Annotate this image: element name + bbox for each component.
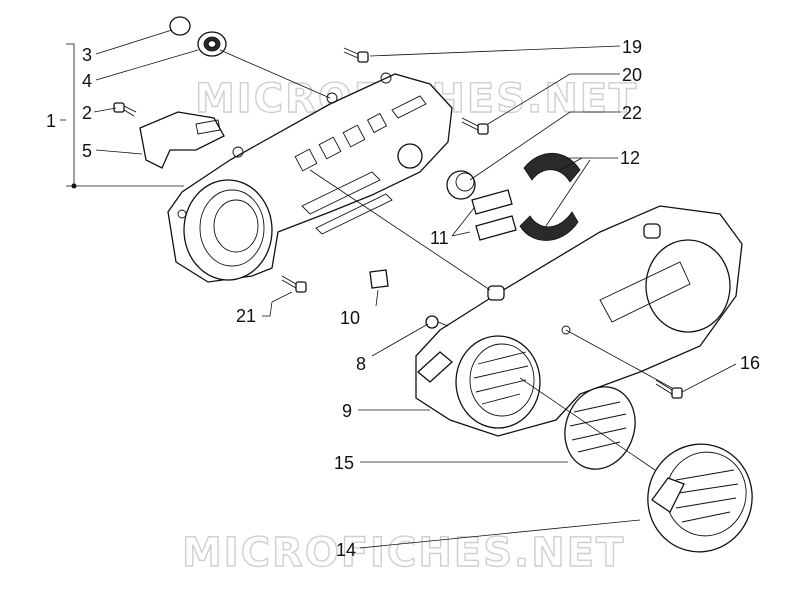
callout-2: 2 [82,103,92,123]
bearing-part-4 [197,31,227,57]
leader-lines [60,29,737,549]
rubber-blocks-part-11 [471,189,517,241]
circlip-part-3 [169,16,191,36]
callout-10: 10 [340,308,360,328]
callout-14: 14 [336,540,356,560]
grille-cap-part-14 [647,443,753,553]
callout-5: 5 [82,141,92,161]
callout-22: 22 [622,103,642,123]
screw-part-2 [113,102,137,117]
callout-3: 3 [82,45,92,65]
callout-11: 11 [430,228,449,248]
callout-4: 4 [82,71,92,91]
callout-labels: 1 2 3 4 5 8 9 10 11 12 14 15 16 19 20 21… [46,37,760,560]
shoe-part-12-upper [523,152,581,183]
callout-1: 1 [46,111,56,131]
callout-21: 21 [236,306,256,326]
watermark-bottom: MICROFICHES.NET [182,530,625,576]
callout-20: 20 [622,65,642,85]
screw-part-21 [281,275,307,293]
callout-19: 19 [622,37,642,57]
callout-16: 16 [740,353,760,373]
screw-part-8 [425,315,449,329]
inner-cover-assembly [167,72,453,283]
outer-cover-part-9 [415,205,743,437]
shoe-part-12-lower [519,211,579,241]
screen-part-15 [564,386,636,470]
callout-9: 9 [342,401,352,421]
screw-part-19 [343,47,369,63]
callout-12: 12 [620,148,640,168]
screw-part-16 [655,379,683,399]
screw-part-20 [461,117,489,135]
clip-part-10 [369,269,389,289]
callout-15: 15 [334,453,354,473]
roller-part-22 [446,170,476,200]
callout-8: 8 [356,354,366,374]
bracket-part-5 [139,111,225,169]
